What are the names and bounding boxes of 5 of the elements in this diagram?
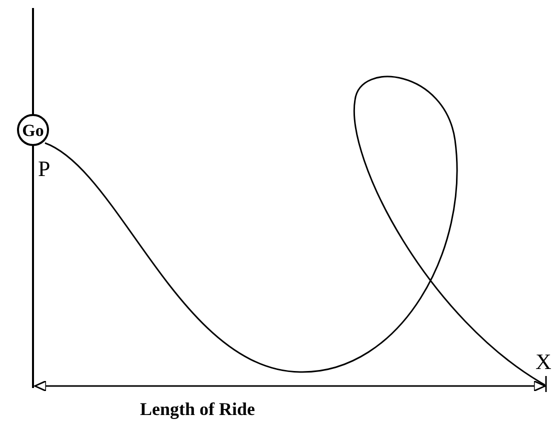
roller-coaster-track <box>44 76 546 386</box>
axis-caption: Length of Ride <box>140 400 256 418</box>
point-label: P <box>38 158 50 180</box>
node-label: X <box>536 351 552 373</box>
node-label: Go <box>22 122 44 138</box>
